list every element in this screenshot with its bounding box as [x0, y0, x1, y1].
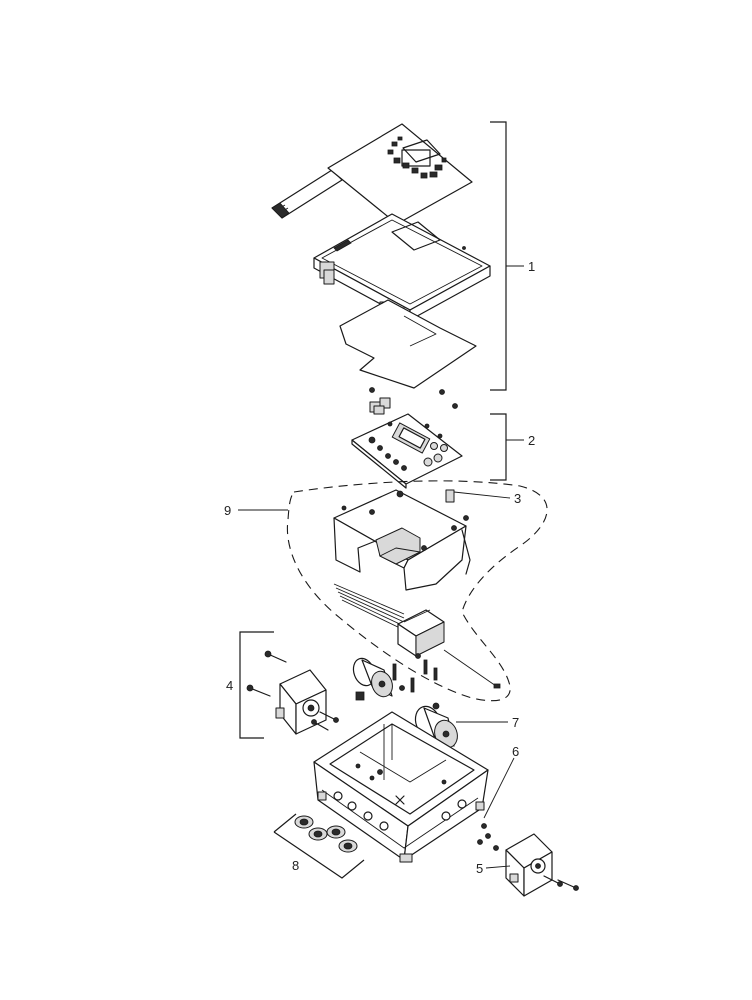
callout-label-8: 8	[292, 858, 299, 873]
callout-3: 3	[445, 489, 521, 506]
transformer	[397, 609, 445, 657]
screw	[557, 879, 579, 891]
callout-6: 6	[483, 744, 519, 819]
internal-assembly	[286, 480, 548, 702]
wire-harness	[333, 583, 405, 631]
callout-label-9: 9	[224, 503, 231, 518]
callout-1: 1	[490, 121, 535, 391]
callout-7: 7	[456, 715, 519, 730]
right-pump-head	[493, 833, 579, 897]
mounting-bracket	[333, 489, 471, 591]
gasket	[339, 299, 477, 389]
callout-label-1: 1	[528, 259, 535, 274]
callout-8: 8	[273, 813, 365, 879]
cable-gland	[338, 839, 358, 853]
callout-label-7: 7	[512, 715, 519, 730]
callout-label-6: 6	[512, 744, 519, 759]
left-pump-assembly	[246, 650, 438, 735]
standoffs	[369, 387, 458, 429]
screw	[246, 684, 271, 697]
ribbon-cable	[271, 169, 343, 219]
seal-pad	[355, 691, 365, 701]
control-pcb	[351, 413, 463, 489]
callout-2: 2	[490, 413, 535, 481]
cover-assembly	[271, 123, 491, 389]
cable-gland	[308, 827, 328, 841]
screw	[311, 719, 329, 731]
standoff-posts	[392, 653, 438, 693]
callout-label-5: 5	[476, 861, 483, 876]
pump-motor	[352, 657, 393, 698]
callout-5: 5	[476, 861, 511, 876]
screw	[264, 650, 287, 663]
callout-label-3: 3	[514, 491, 521, 506]
screw	[319, 711, 339, 723]
keypad-membrane	[327, 123, 473, 225]
callout-label-4: 4	[226, 678, 233, 693]
cable-glands	[294, 815, 358, 853]
callout-9: 9	[224, 503, 288, 518]
cable-gland	[294, 815, 314, 829]
keypad-buttons	[387, 136, 447, 179]
pump-head	[275, 669, 327, 735]
callout-4: 4	[226, 631, 274, 739]
cable-gland	[326, 825, 346, 839]
callout-label-2: 2	[528, 433, 535, 448]
enclosure-base	[313, 711, 491, 863]
